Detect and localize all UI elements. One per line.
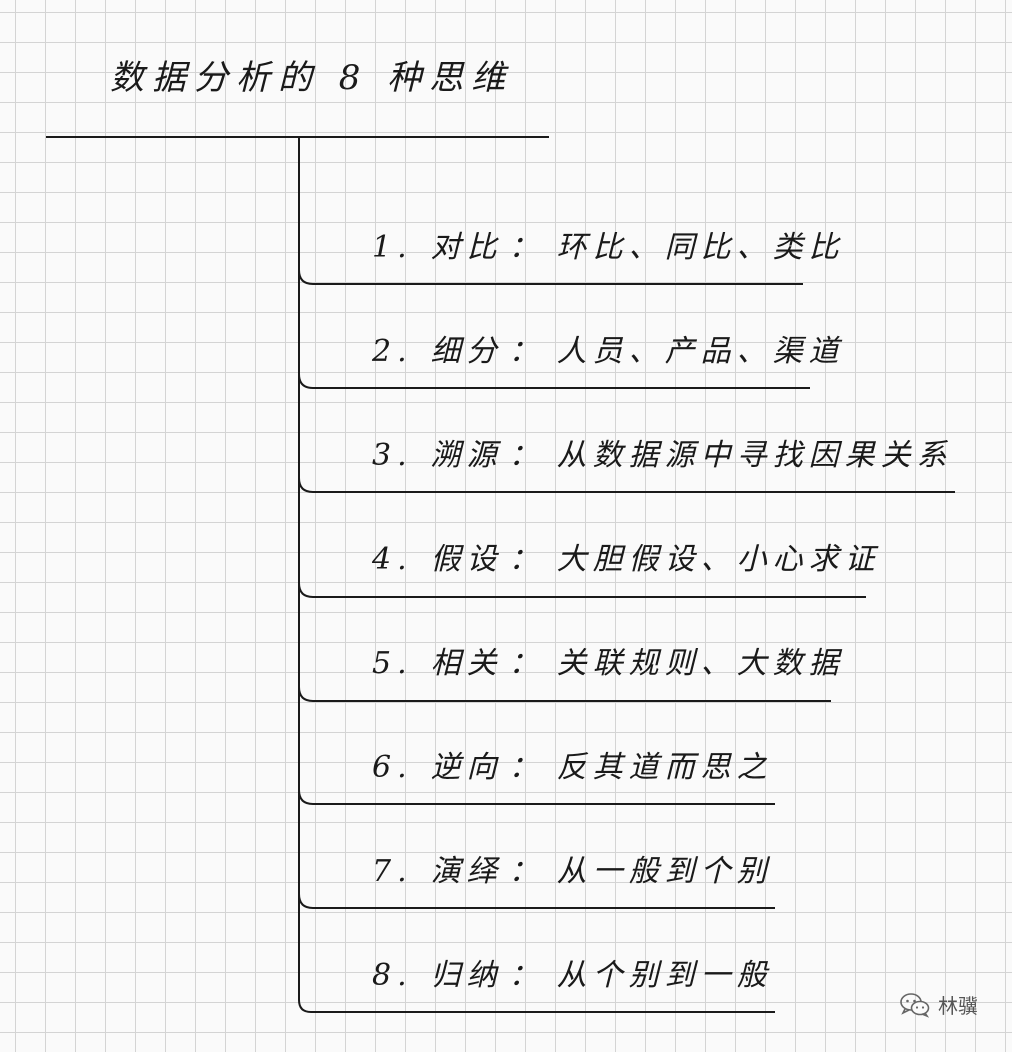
thinking-item-1: 1. 对比： 环比、同比、类比 [372, 222, 845, 266]
item-separator: ： [508, 958, 545, 993]
item-number: 6. [372, 750, 413, 785]
item-separator: ： [508, 334, 545, 369]
item-description: 环比、同比、类比 [556, 230, 845, 265]
item-number: 2. [372, 334, 413, 369]
item-description: 关联规则、大数据 [556, 646, 845, 681]
item-name: 归纳 [430, 958, 503, 993]
trunk-line [298, 138, 775, 1013]
item-number: 3. [372, 438, 413, 473]
branch-line-3 [298, 477, 955, 493]
item-separator: ： [508, 230, 545, 265]
branch-line-5 [298, 686, 831, 702]
thinking-item-4: 4. 假设： 大胆假设、小心求证 [372, 534, 881, 578]
author-watermark: 林骥 [900, 990, 978, 1019]
item-number: 4. [372, 542, 413, 577]
item-separator: ： [508, 854, 545, 889]
diagram-title: 数据分析的 8 种思维 [110, 58, 514, 98]
item-description: 大胆假设、小心求证 [556, 542, 881, 577]
title-underline [46, 136, 549, 138]
thinking-item-5: 5. 相关： 关联规则、大数据 [372, 638, 845, 682]
thinking-item-6: 6. 逆向： 反其道而思之 [372, 742, 773, 786]
branch-line-6 [298, 789, 775, 805]
item-separator: ： [508, 438, 545, 473]
item-description: 人员、产品、渠道 [556, 334, 845, 369]
item-name: 溯源 [430, 438, 503, 473]
item-description: 反其道而思之 [556, 750, 773, 785]
item-name: 逆向 [430, 750, 503, 785]
branch-line-4 [298, 582, 866, 598]
branch-line-2 [298, 373, 810, 389]
item-number: 7. [372, 854, 413, 889]
item-description: 从一般到个别 [556, 854, 773, 889]
item-number: 5. [372, 646, 413, 681]
item-name: 对比 [430, 230, 503, 265]
branch-line-7 [298, 893, 775, 909]
item-description: 从个别到一般 [556, 958, 773, 993]
item-separator: ： [508, 646, 545, 681]
wechat-icon [900, 992, 930, 1018]
watermark-text: 林骥 [938, 994, 978, 1018]
item-name: 假设 [430, 542, 503, 577]
branch-line-1 [298, 269, 803, 285]
item-separator: ： [508, 542, 545, 577]
thinking-item-3: 3. 溯源： 从数据源中寻找因果关系 [372, 430, 953, 474]
item-number: 8. [372, 958, 413, 993]
item-number: 1. [372, 230, 413, 265]
thinking-item-7: 7. 演绎： 从一般到个别 [372, 846, 773, 890]
item-description: 从数据源中寻找因果关系 [556, 438, 953, 473]
thinking-item-2: 2. 细分： 人员、产品、渠道 [372, 326, 845, 370]
item-name: 相关 [430, 646, 503, 681]
item-name: 细分 [430, 334, 503, 369]
item-name: 演绎 [430, 854, 503, 889]
thinking-item-8: 8. 归纳： 从个别到一般 [372, 950, 773, 994]
item-separator: ： [508, 750, 545, 785]
